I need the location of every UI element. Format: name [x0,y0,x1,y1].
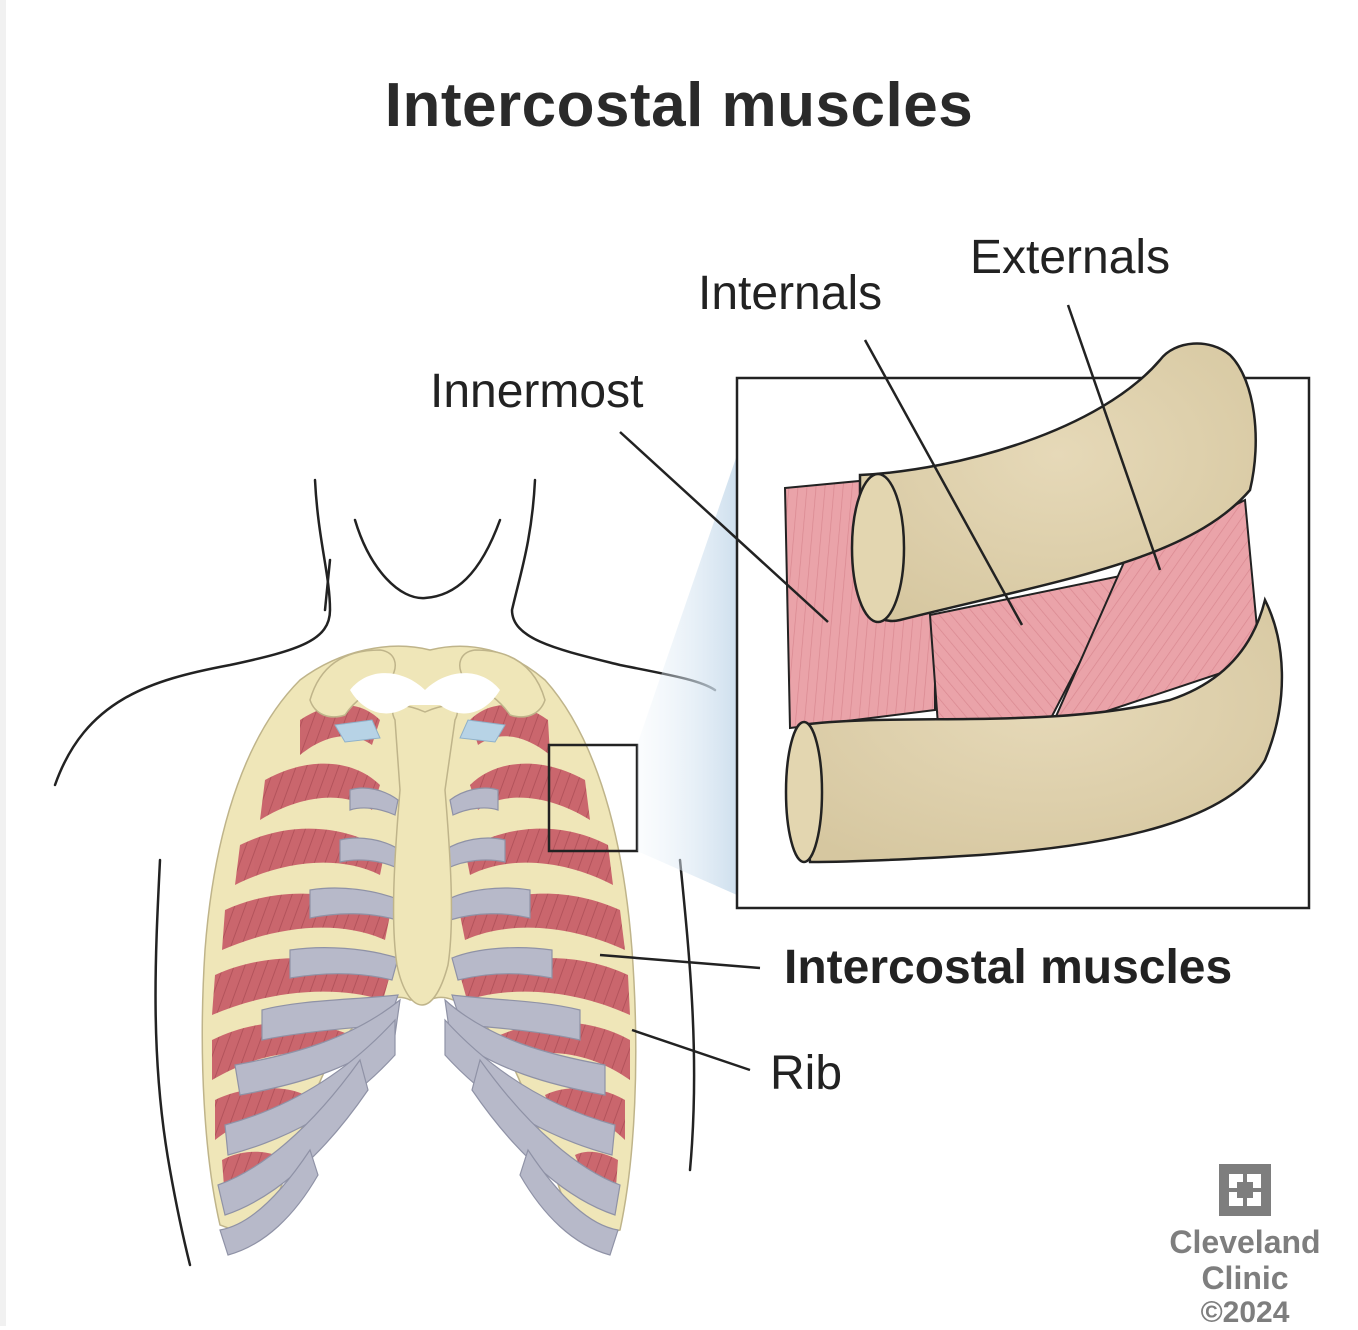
sternum [392,705,458,1006]
rib-cage [201,645,637,1256]
page-title: Intercostal muscles [384,71,974,140]
costal-cartilage [217,787,621,1256]
leader-innermost [619,431,829,623]
first-rib-cartilage-right [459,719,506,743]
label-internals: Internals [698,267,883,320]
cleveland-clinic-logo: Cleveland Clinic ©2024 [1160,1162,1330,1330]
logo-line1: Cleveland [1169,1224,1321,1260]
label-innermost: Innermost [430,365,644,418]
label-rib: Rib [770,1047,843,1100]
leader-rib [631,1028,751,1072]
zoom-beam [637,455,737,895]
leader-lines [599,304,1162,1072]
label-externals: Externals [970,231,1171,284]
leader-intercostal-muscles [599,953,761,970]
leader-internals [863,339,1024,626]
jugular-notch [350,673,500,714]
upper-rib-end [850,472,906,624]
upper-rib [858,342,1257,623]
label-intercostal-muscles: Intercostal muscles [784,941,1233,994]
cleveland-clinic-logo-icon [1219,1164,1271,1216]
lower-rib [798,596,1284,864]
inset-detail [783,342,1284,864]
leader-externals [1066,304,1162,571]
copyright: ©2024 [1200,1296,1290,1329]
image-left-border [0,0,6,1326]
logo-line2: Clinic [1201,1260,1289,1296]
first-rib-cartilage-left [334,719,381,743]
lower-rib-end [784,720,824,864]
